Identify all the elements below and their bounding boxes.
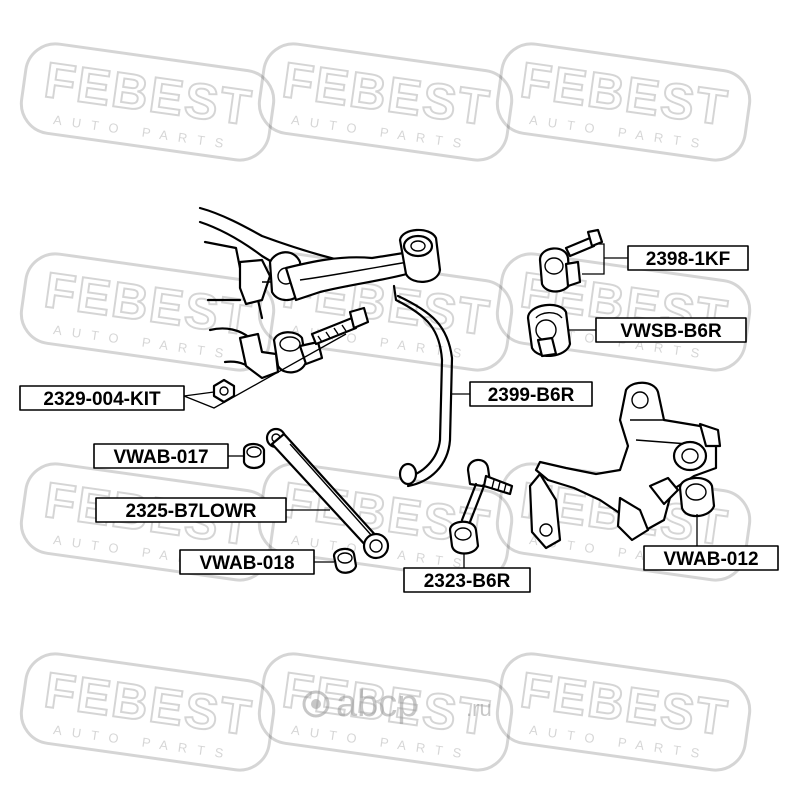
- callout-vwab-018[interactable]: VWAB-018: [179, 549, 334, 575]
- clamp-drawing: [538, 228, 604, 293]
- part-label-vwab-017: VWAB-017: [113, 447, 208, 468]
- callout-vwab-017[interactable]: VWAB-017: [93, 443, 244, 469]
- site-logo-name: abcp: [336, 683, 418, 725]
- watermark-frame: [495, 42, 752, 162]
- part-label-2399-b6r: 2399-B6R: [488, 385, 575, 406]
- part-label-2398-1kf: 2398-1KF: [646, 249, 731, 270]
- callout-2398-1kf[interactable]: 2398-1KF: [582, 243, 749, 275]
- watermark-frame: [257, 652, 514, 772]
- lower-arm-drawing: [242, 427, 390, 574]
- site-logo: abcp .ru: [302, 683, 492, 725]
- stabilizer-link-drawing: [448, 458, 514, 555]
- parts-drawing: [198, 206, 722, 574]
- part-label-vwab-018: VWAB-018: [199, 553, 294, 574]
- subframe-drawing: [198, 206, 442, 404]
- watermark-frame: [19, 252, 276, 372]
- stabilizer-bushing-drawing: [526, 303, 572, 358]
- callout-2323-b6r[interactable]: 2323-B6R: [403, 554, 531, 593]
- callout-2399-b6r[interactable]: 2399-B6R: [450, 381, 593, 407]
- callout-2325-b7lowr[interactable]: 2325-B7LOWR: [95, 497, 330, 523]
- watermark-frame: [19, 652, 276, 772]
- callout-vwab-012[interactable]: VWAB-012: [643, 514, 779, 571]
- callout-2329-004-kit[interactable]: 2329-004-KIT: [19, 333, 347, 411]
- watermark-frame: [19, 42, 276, 162]
- watermark-frame: [495, 652, 752, 772]
- part-label-2325-b7lowr: 2325-B7LOWR: [126, 501, 257, 522]
- stabilizer-bar-drawing: [392, 284, 454, 488]
- part-label-vwab-012: VWAB-012: [663, 549, 758, 570]
- knuckle-drawing: [528, 381, 722, 550]
- watermark-frame: [19, 462, 276, 582]
- watermark-frame: [257, 42, 514, 162]
- callout-layer: 2398-1KF VWSB-B6R 2329-004-KIT 2399-B6R …: [19, 243, 779, 593]
- part-label-2329-004-kit: 2329-004-KIT: [43, 389, 161, 410]
- site-logo-domain: .ru: [466, 696, 492, 721]
- callout-vwsb-b6r[interactable]: VWSB-B6R: [568, 317, 747, 343]
- part-label-2323-b6r: 2323-B6R: [424, 571, 511, 592]
- part-label-vwsb-b6r: VWSB-B6R: [620, 321, 722, 342]
